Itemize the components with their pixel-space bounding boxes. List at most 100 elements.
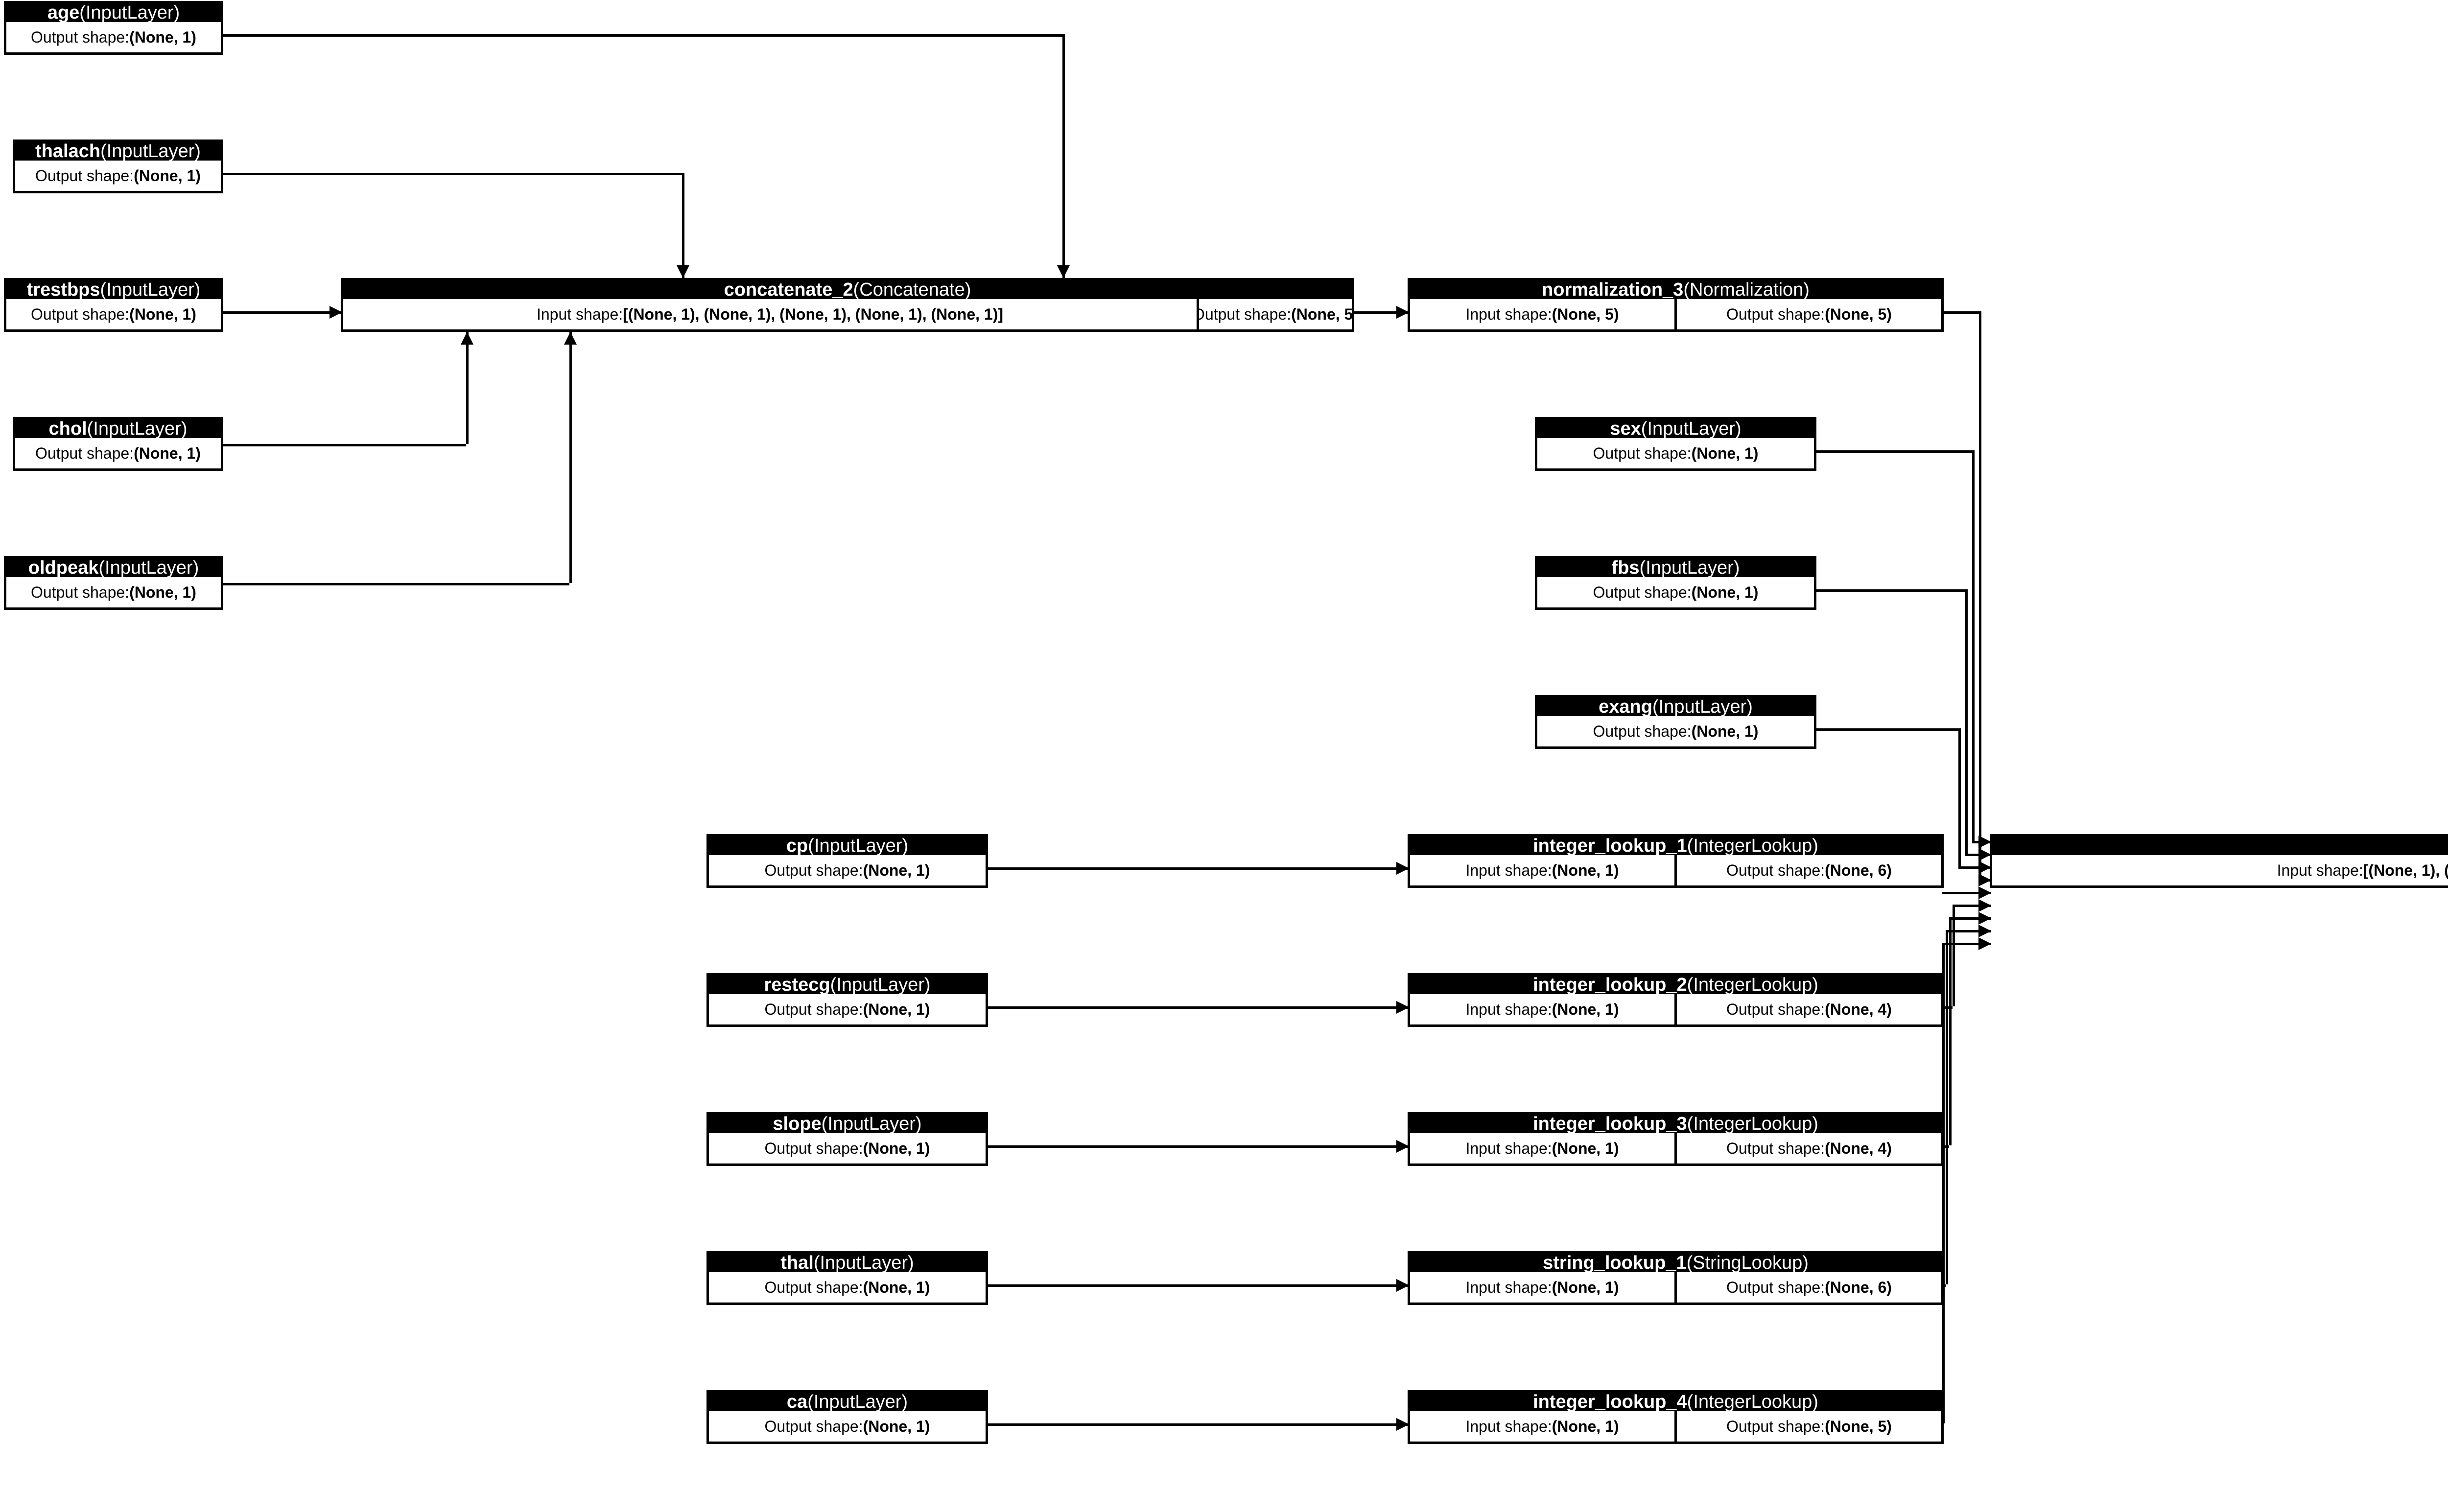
output-shape-cell: Output shape: (None, 1) [709,1411,986,1442]
node-shapes-chol: Output shape: (None, 1) [15,438,221,468]
input-shape-cell: Input shape: (None, 1) [1410,855,1674,885]
node-title-cp: cp (InputLayer) [709,837,986,855]
node-layer-type: (InputLayer) [1652,697,1753,717]
edge-chol-to-concat2 [466,332,469,444]
node-cp[interactable]: cp (InputLayer) Output shape: (None, 1) [706,834,988,888]
shape-value: (None, 1) [129,28,196,46]
output-shape-cell: Output shape: (None, 1) [6,577,221,607]
output-shape-cell: Output shape: (None, 4) [1677,994,1941,1024]
edge-thalach-to-concat2 [682,173,684,278]
shape-value: (None, 1) [1552,861,1619,879]
node-title-trestbps: trestbps (InputLayer) [6,280,221,299]
shape-label: Output shape: [764,861,863,879]
node-oldpeak[interactable]: oldpeak (InputLayer)Output shape: (None,… [4,556,223,610]
node-sex[interactable]: sex (InputLayer)Output shape: (None, 1) [1535,417,1816,471]
node-title-thal: thal (InputLayer) [709,1254,986,1272]
node-layer-name: thal [780,1253,814,1273]
arrowhead-age-to-concat2 [1057,265,1070,278]
shape-label: Output shape: [35,167,134,185]
node-thal[interactable]: thal (InputLayer)Output shape: (None, 1) [706,1251,988,1305]
node-layer-name: integer_lookup_3 [1533,1114,1687,1134]
node-string_lookup_1[interactable]: string_lookup_1 (StringLookup) Input shap… [1408,1251,1944,1305]
node-fbs[interactable]: fbs (InputLayer)Output shape: (None, 1) [1535,556,1816,610]
node-layer-name: oldpeak [28,558,99,578]
node-layer-name: sex [1610,419,1641,439]
node-shapes-integer_lookup_2: Input shape: (None, 1)Output shape: (Non… [1410,994,1941,1024]
node-shapes-integer_lookup_1: Input shape: (None, 1)Output shape: (Non… [1410,855,1941,885]
node-layer-name: chol [48,419,87,439]
node-title-integer_lookup_2: integer_lookup_2 (IntegerLookup) [1410,976,1941,994]
node-layer-name: integer_lookup_2 [1533,975,1687,995]
node-layer-type: (Normalization) [1683,279,1810,300]
edge-sex-to-concat3 [1972,450,1975,841]
edge-norm3-to-concat3 [1979,311,1981,879]
arrowhead-thalach-to-concat2 [677,265,689,278]
output-shape-cell: Output shape: (None, 1) [15,438,221,468]
node-shapes-thal: Output shape: (None, 1) [709,1272,986,1303]
node-layer-name: concatenate_2 [724,279,853,300]
node-restecg[interactable]: restecg (InputLayer)Output shape: (None,… [706,973,988,1027]
node-shapes-ca: Output shape: (None, 1) [709,1411,986,1442]
edge-exang-to-concat3 [1958,866,1991,869]
node-concatenate_3[interactable]: concatenate_3 (Concatenate)Input shape: … [1990,834,2448,888]
shape-value: (None, 1) [863,1418,930,1435]
arrowhead-trestbps-to-concat2 [330,306,342,319]
node-layer-name: string_lookup_1 [1543,1253,1687,1273]
node-layer-type: (StringLookup) [1686,1253,1809,1273]
shape-value: (None, 1) [1691,444,1759,462]
node-layer-type: (InputLayer) [821,1114,922,1134]
node-exang[interactable]: exang (InputLayer)Output shape: (None, 1… [1535,695,1816,749]
edge-ca-to-integer_lookup_4 [987,1423,1409,1426]
edge-norm3-to-concat3 [1942,311,1979,314]
output-shape-cell: Output shape: (None, 1) [709,1272,986,1303]
edge-exang-to-concat3 [1958,728,1961,866]
node-age[interactable]: age (InputLayer)Output shape: (None, 1) [4,1,223,55]
node-layer-type: (InputLayer) [98,558,199,578]
node-layer-name: normalization_3 [1542,279,1684,300]
output-shape-cell: Output shape: (None, 1) [6,22,221,52]
node-integer_lookup_3[interactable]: integer_lookup_3 (IntegerLookup)Input sh… [1408,1112,1944,1166]
shape-value: (None, 5) [1552,305,1619,323]
shape-value: (None, 1) [863,861,930,879]
node-layer-type: (InputLayer) [79,2,180,23]
arrowhead-slope-to-integer_lookup_3 [1396,1140,1409,1153]
edge-integer_lookup_1-to-concat3 [1942,892,1991,894]
edge-integer_lookup_3-to-concat3 [1949,917,1991,920]
node-integer_lookup_4[interactable]: integer_lookup_4 (IntegerLookup)Input sh… [1408,1390,1944,1444]
output-shape-cell: Output shape: (None, 5) [1199,299,1352,329]
node-trestbps[interactable]: trestbps (InputLayer)Output shape: (None… [4,278,223,332]
shape-label: Output shape: [1726,305,1825,323]
arrowhead-integer_lookup_2-to-concat3 [1978,899,1991,912]
shape-value: (None, 5) [1825,1418,1892,1435]
input-shape-cell: Input shape: [(None, 1), (None, 1), (Non… [343,299,1197,329]
shape-value: [(None, 1), (None, 1), (None, 1), (None,… [2363,861,2448,879]
node-integer_lookup_2[interactable]: integer_lookup_2 (IntegerLookup)Input sh… [1408,973,1944,1027]
edge-chol-to-concat2 [222,444,466,446]
node-normalization_3[interactable]: normalization_3 (Normalization)Input sha… [1408,278,1944,332]
shape-value: (None, 6) [1825,1279,1892,1296]
node-shapes-concatenate_2: Input shape: [(None, 1), (None, 1), (Non… [343,299,1352,329]
edge-string_lookup_1-to-concat3 [1946,930,1948,1285]
input-shape-cell: Input shape: [(None, 1), (None, 1), (Non… [1992,855,2448,885]
output-shape-cell: Output shape: (None, 1) [6,299,221,329]
edge-cp-to-integer_lookup_1 [987,867,1409,870]
edge-sex-to-concat3 [1815,450,1972,453]
shape-label: Input shape: [1465,1279,1552,1296]
shape-label: Input shape: [1465,861,1552,879]
shape-label: Output shape: [35,444,134,462]
node-concatenate_2[interactable]: concatenate_2 (Concatenate)Input shape: … [341,278,1354,332]
edge-thalach-to-concat2 [222,173,682,176]
node-shapes-restecg: Output shape: (None, 1) [709,994,986,1024]
node-layer-type: (IntegerLookup) [1687,1392,1818,1412]
node-title-integer_lookup_1: integer_lookup_1 (IntegerLookup) [1410,837,1941,855]
node-chol[interactable]: chol (InputLayer)Output shape: (None, 1) [13,417,223,471]
node-slope[interactable]: slope (InputLayer)Output shape: (None, 1… [706,1112,988,1166]
node-ca[interactable]: ca (InputLayer)Output shape: (None, 1) [706,1390,988,1444]
output-shape-cell: Output shape: (None, 1) [709,994,986,1024]
node-integer_lookup_1[interactable]: integer_lookup_1 (IntegerLookup)Input sh… [1408,834,1944,888]
node-thalach[interactable]: thalach (InputLayer)Output shape: (None,… [13,140,223,193]
node-layer-name: ca [786,1392,808,1412]
shape-value: (None, 1) [1552,1000,1619,1018]
node-shapes-thalach: Output shape: (None, 1) [15,161,221,191]
shape-value: (None, 1) [129,305,196,323]
